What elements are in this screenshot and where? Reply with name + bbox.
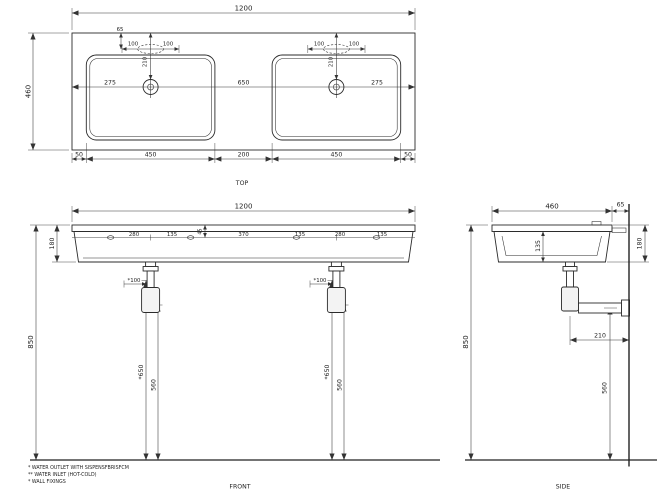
dim-hole-6: 135 [377,232,387,238]
dim-inlet-height-left: 560 [151,379,158,391]
dim-side-depth-460: 460 [545,203,558,211]
dim-chain-450-right: 450 [330,152,342,159]
front-view: 1200 280 135 [27,203,440,491]
dim-tap-depth-210-right: 210 [328,56,334,67]
dim-tap-100-right-b: 100 [349,42,360,48]
dim-edge-tap-right-275: 275 [371,80,383,87]
view-label-top: TOP [235,180,249,187]
drain-trap-left [141,261,161,313]
side-view: 460 65 135 180 850 [462,202,657,491]
dim-chain-450-left: 450 [145,152,157,159]
front-drop-dims [141,280,349,460]
dim-hole-0: 280 [129,232,140,238]
dim-hole-3: 370 [238,232,249,238]
dim-tap-100-left-b: 100 [163,42,174,48]
dim-side-height-180: 180 [637,238,644,250]
dim-hole-1: 135 [167,232,177,238]
optional-tap-holes-left: 100 100 [121,42,180,54]
dim-tap-spacing-650: 650 [238,80,250,87]
dim-tap-100-left-a: 100 [128,42,139,48]
fixing-holes: 280 135 45 370 135 280 135 [72,224,415,241]
note-wall-fixings: * WALL FIXINGS [28,479,66,485]
dim-hole-2: 45 [198,228,204,234]
drain-trap-right [326,261,346,313]
dim-inlet-height-right: 560 [337,379,344,391]
dim-outlet-offset-right: *100 [314,278,328,284]
top-view: 1200 460 275 650 275 [25,5,416,187]
dim-outlet-height-left: *650 [138,364,145,379]
view-label-front: FRONT [229,484,250,491]
notes: * WATER OUTLET WITH SISPENSFBRISFCM ** W… [28,465,129,485]
dim-tap-offset-65: 65 [117,27,124,33]
optional-tap-holes-right: 100 100 [307,42,366,54]
dim-outlet-offset-left: *100 [128,278,142,284]
note-water-outlet: * WATER OUTLET WITH SISPENSFBRISFCM [28,465,129,471]
dim-side-wall-gap-65: 65 [617,202,625,209]
dim-chain-50-right: 50 [404,152,412,159]
dim-side-inlet-560: 560 [602,382,609,394]
dim-front-height-180: 180 [49,238,56,250]
side-drain-trap [561,261,630,317]
note-water-inlet: ** WATER INLET (HOT-COLD) [28,472,97,478]
dim-outlet-height-right: *650 [324,364,331,379]
dim-front-mounting-850: 850 [27,335,35,348]
dim-side-135: 135 [535,240,542,252]
dim-side-mounting-850: 850 [462,335,470,348]
wall-bracket [611,227,627,233]
dim-top-width: 1200 [235,5,253,13]
dim-trap-distance-210: 210 [594,333,606,340]
dim-edge-tap-left-275: 275 [104,80,116,87]
dim-tap-depth-210-left: 210 [143,56,149,67]
dim-top-depth: 460 [25,85,33,98]
view-label-side: SIDE [556,484,571,491]
side-body [491,221,613,263]
front-body [71,224,416,263]
dim-hole-5: 280 [335,232,346,238]
counter-outline [71,32,416,151]
dim-hole-4: 135 [295,232,305,238]
dim-front-width: 1200 [235,203,253,211]
top-bottom-chain: 50 450 200 450 50 [71,143,416,163]
dim-chain-50-left: 50 [75,152,83,159]
dim-chain-200: 200 [238,152,250,159]
dim-tap-100-right-a: 100 [314,42,325,48]
